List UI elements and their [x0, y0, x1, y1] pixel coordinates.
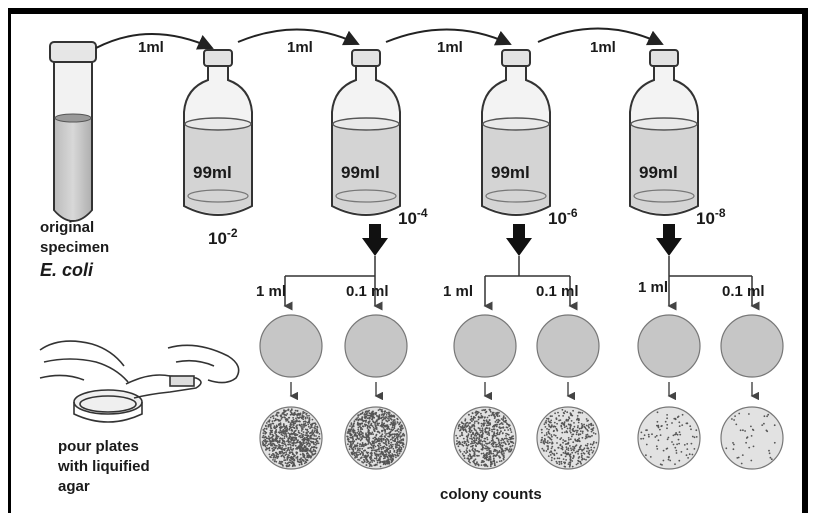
transfer-label-2: 1ml: [287, 39, 313, 56]
bottle-concentration-2: 10-4: [398, 206, 428, 228]
transfer-label-3: 1ml: [437, 39, 463, 56]
plating-label-right-1: 0.1 ml: [346, 283, 389, 300]
bottle-volume-1: 99ml: [193, 163, 232, 182]
bottle-concentration-3: 10-6: [548, 206, 578, 228]
colony-plate-4: [537, 407, 599, 469]
bottle-concentration-4: 10-8: [696, 206, 726, 228]
pouring-hands-sketch: [40, 341, 239, 422]
dilution-bottle-2: 99ml 10-4: [332, 50, 428, 228]
transfer-label-1: 1ml: [138, 39, 164, 56]
colony-plate-1: [260, 407, 322, 469]
colony-plate-2: [345, 407, 407, 469]
dilution-bottle-4: 99ml 10-8: [630, 50, 726, 228]
frame-left-border: [8, 8, 11, 513]
colony-plate-3: [454, 407, 516, 469]
specimen-organism-label: E. coli: [40, 260, 94, 280]
pour-plates-line2: with liquified: [57, 458, 150, 475]
pour-plates-line3: agar: [58, 478, 90, 495]
dilution-bottle-3: 99ml 10-6: [482, 50, 578, 228]
plating-label-left-3: 1 ml: [638, 279, 668, 296]
plating-label-left-1: 1 ml: [256, 283, 286, 300]
colony-plate-6: [721, 407, 783, 469]
specimen-label-line1: original: [40, 219, 94, 236]
frame-top-border: [8, 8, 808, 14]
transfer-label-4: 1ml: [590, 39, 616, 56]
bottle-volume-4: 99ml: [639, 163, 678, 182]
dilution-bottle-1: 99ml 10-2: [184, 50, 252, 248]
agar-plate-top-3: [454, 315, 516, 377]
transfer-arrows: [96, 28, 662, 48]
plating-label-left-2: 1 ml: [443, 283, 473, 300]
colony-plate-5: [638, 407, 700, 469]
agar-plate-top-2: [345, 315, 407, 377]
plating-label-right-2: 0.1 ml: [536, 283, 579, 300]
specimen-label-line2: specimen: [40, 239, 109, 256]
agar-plate-top-1: [260, 315, 322, 377]
colony-counts-label: colony counts: [440, 486, 542, 503]
agar-plate-top-5: [638, 315, 700, 377]
agar-plate-top-4: [537, 315, 599, 377]
bottle-concentration-1: 10-2: [208, 226, 238, 248]
agar-plate-top-6: [721, 315, 783, 377]
dilution-bottles: 99ml 10-2 99ml 10-4 99ml 10-6 99ml 10-8: [184, 50, 726, 248]
specimen-test-tube: [50, 42, 96, 221]
plating-label-right-3: 0.1 ml: [722, 283, 765, 300]
pour-plates-line1: pour plates: [58, 438, 139, 455]
agar-plates: [260, 315, 783, 469]
frame-right-border: [802, 8, 808, 513]
bottle-volume-2: 99ml: [341, 163, 380, 182]
bottle-volume-3: 99ml: [491, 163, 530, 182]
